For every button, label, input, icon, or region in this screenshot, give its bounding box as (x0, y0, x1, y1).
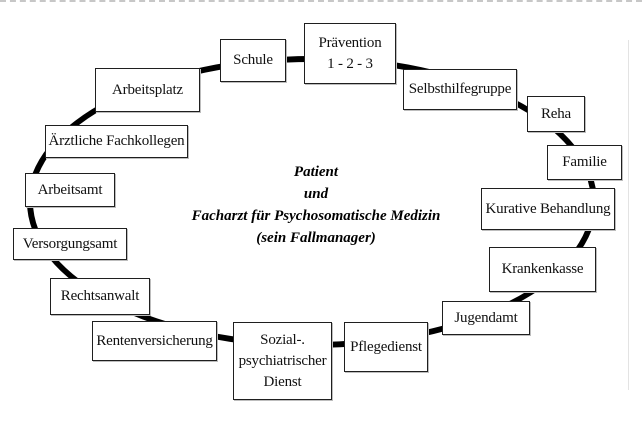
node-reha: Reha (527, 96, 585, 132)
center-caption: Patient und Facharzt für Psychosomatisch… (191, 164, 441, 246)
node-label-arbeitsamt: Arbeitsamt (37, 181, 103, 198)
node-label-pflegedienst: Pflegedienst (350, 338, 422, 355)
node-praevention: Prävention 1 - 2 - 3 (304, 23, 396, 84)
node-jugendamt: Jugendamt (442, 301, 530, 335)
node-label-schule: Schule (233, 52, 273, 68)
node-label-aerztliche-fachkollegen: Ärztliche Fachkollegen (48, 133, 185, 149)
node-schule: Schule (220, 39, 286, 82)
node-label-rentenversicherung: Rentenversicherung (96, 332, 213, 349)
node-krankenkasse: Krankenkasse (489, 247, 596, 292)
node-label-familie: Familie (562, 154, 607, 170)
node-aerztliche-fachkollegen: Ärztliche Fachkollegen (45, 125, 188, 158)
scan-artifact-right-edge (628, 40, 629, 390)
node-familie: Familie (547, 145, 622, 180)
node-label-krankenkasse: Krankenkasse (501, 261, 584, 277)
node-label-sozialpsychiatrischer-dienst: Sozial-. psychiatrischer Dienst (238, 331, 327, 390)
node-label-jugendamt: Jugendamt (454, 309, 518, 326)
node-selbsthilfegruppe: Selbsthilfegruppe (403, 69, 517, 110)
node-kurative-behandlung: Kurative Behandlung (481, 188, 615, 230)
node-label-versorgungsamt: Versorgungsamt (22, 235, 118, 252)
node-sozialpsychiatrischer-dienst: Sozial-. psychiatrischer Dienst (233, 322, 332, 400)
node-rechtsanwalt: Rechtsanwalt (50, 278, 150, 315)
node-arbeitsamt: Arbeitsamt (25, 173, 115, 207)
node-pflegedienst: Pflegedienst (344, 322, 428, 372)
node-label-arbeitsplatz: Arbeitsplatz (112, 81, 183, 98)
node-label-rechtsanwalt: Rechtsanwalt (60, 288, 140, 304)
scan-artifact-top-edge (0, 0, 642, 2)
node-rentenversicherung: Rentenversicherung (92, 321, 217, 361)
node-label-reha: Reha (540, 105, 572, 122)
node-label-selbsthilfegruppe: Selbsthilfegruppe (408, 81, 512, 97)
node-label-kurative-behandlung: Kurative Behandlung (485, 200, 611, 217)
node-versorgungsamt: Versorgungsamt (13, 228, 127, 260)
node-arbeitsplatz: Arbeitsplatz (95, 68, 200, 112)
node-label-praevention: Prävention 1 - 2 - 3 (318, 34, 382, 72)
